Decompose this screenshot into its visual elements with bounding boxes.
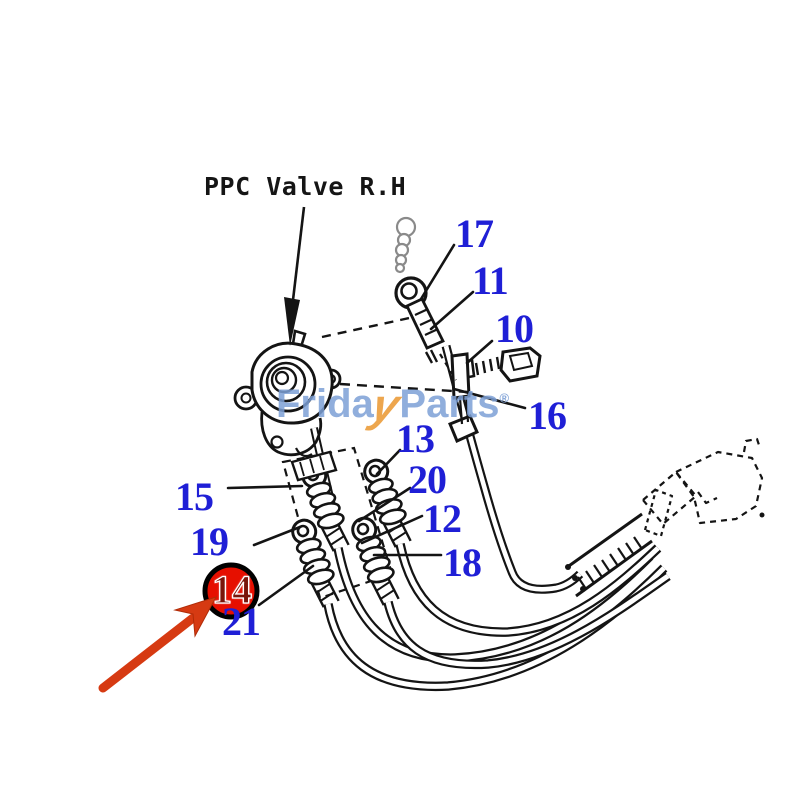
highlight-arrow — [98, 596, 218, 693]
watermark: FridayParts® — [276, 374, 510, 431]
part-label-19: 19 — [190, 519, 229, 564]
part-label-20: 20 — [408, 457, 447, 502]
highlight-circle — [202, 562, 260, 620]
bracket-16 — [448, 352, 479, 444]
part-label-15: 15 — [175, 474, 214, 519]
hose-bundle — [565, 512, 653, 598]
part-label-17: 17 — [455, 211, 494, 256]
part-label-21: 21 — [222, 599, 261, 644]
title-arrow — [284, 206, 306, 346]
fitting-19 — [288, 514, 344, 612]
registered-mark: ® — [499, 390, 510, 406]
leader-lines — [226, 243, 527, 607]
diagram-title: PPC Valve R.H — [204, 172, 407, 201]
part-label-16: 16 — [528, 393, 567, 438]
part-label-10: 10 — [495, 306, 534, 351]
part-label-11: 11 — [472, 258, 509, 303]
watermark-text-right: Parts — [399, 382, 500, 426]
bolt-17 — [394, 276, 445, 364]
hose-connector — [641, 437, 764, 538]
bolt-ghost — [394, 216, 417, 274]
part-label-18: 18 — [443, 540, 482, 585]
highlighted-part-number: 14 — [211, 567, 252, 612]
connector-dot — [759, 512, 765, 518]
valve-body — [233, 329, 342, 482]
construction-lines — [321, 315, 469, 394]
hoses — [323, 543, 671, 692]
part-label-12: 12 — [423, 496, 462, 541]
part-label-13: 13 — [396, 416, 435, 461]
watermark-text-left: Frida — [276, 382, 374, 426]
